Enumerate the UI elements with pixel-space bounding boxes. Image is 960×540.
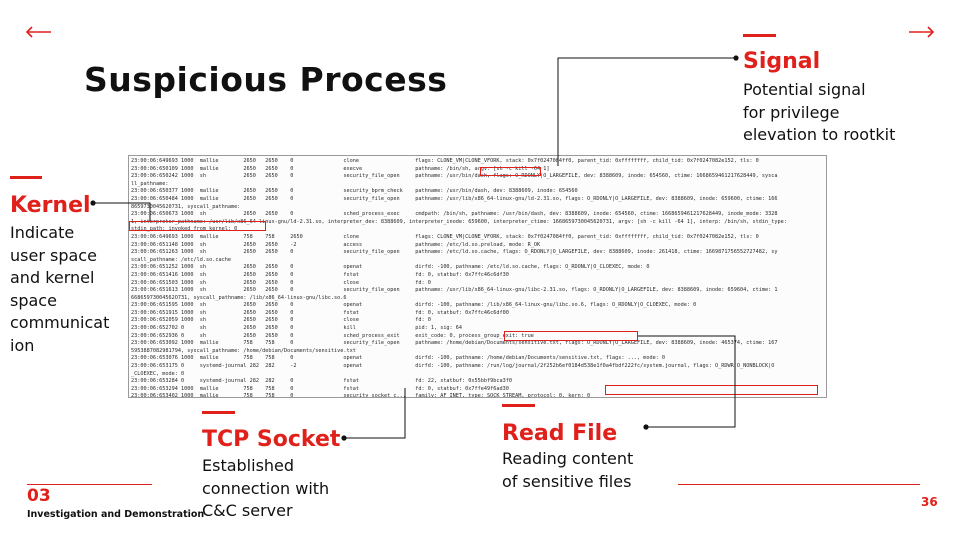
log-line: 23:00:06:651915 1000 sh 2650 2650 0 fsta… [131,309,509,316]
log-line: 23:00:06:650377 1000 mallie 2650 2650 0 … [131,188,578,195]
log-line: 8659730045620731, syscall_pathname: [131,203,241,210]
kernel-heading: Kernel [10,193,91,218]
tcp-line: connection with [202,478,330,498]
log-line: 23:00:06:651148 1000 sh 2650 2650 -2 acc… [131,241,541,248]
log-line: 23:00:06:653175 0 systemd-journal 282 28… [131,363,775,370]
kernel-line: user space [10,245,97,265]
footer-divider-right [678,484,920,485]
signal-line: elevation to rootkit [743,125,896,144]
footer-divider-left [27,484,152,485]
signal-line: for privilege [743,102,840,122]
tcp-description: Established connection with C&C server [202,455,362,523]
read-file-heading: Read File [502,421,618,446]
read-file-highlight-box [504,331,638,341]
signal-connector-dot [733,55,739,61]
log-line: 23:00:06:650673 1000 sh 2650 2650 0 sche… [131,211,778,218]
log-line: 23:00:06:650484 1000 mallie 2650 2650 0 … [131,195,778,202]
log-line: 23:00:06:653284 0 systemd-journal 282 28… [131,378,513,385]
kernel-accent-bar [10,176,42,179]
trace-log-lines: 23:00:06:649693 1000 mallie 2650 2650 0 … [131,158,824,397]
arrow-right-icon[interactable] [908,24,936,40]
log-line: 23:00:06:651416 1000 sh 2650 2650 0 fsta… [131,271,509,278]
log-line: 23:00:06:652702 0 sh 2650 2650 0 kill pi… [131,325,463,332]
read-file-description: Reading content of sensitive files [502,448,672,493]
log-line: 23:00:06:652059 1000 sh 2650 2650 0 clos… [131,317,431,324]
log-line: 23:00:06:651503 1000 sh 2650 2650 0 clos… [131,279,431,286]
read-file-accent-bar [502,404,535,407]
signal-line: Potential signal [743,80,866,99]
log-line: 23:00:06:652936 0 sh 2650 2650 0 sched_p… [131,332,534,339]
log-line: 23:00:06:653076 1000 mallie 758 758 0 op… [131,355,666,362]
log-line: 23:00:06:651263 1000 sh 2650 2650 0 secu… [131,249,778,256]
log-line: _CLOEXEC, mode: 0 [131,370,185,377]
signal-heading: Signal [743,49,821,74]
log-line: 66865973004562O731, syscall_pathname: /l… [131,294,347,301]
slide-title: Suspicious Process [84,60,448,99]
tcp-connector-dot [341,435,347,441]
trace-log-screenshot: 23:00:06:649693 1000 mallie 2650 2650 0 … [128,155,827,398]
tcp-socket-highlight-box [605,385,818,395]
log-line: 23:00:06:649693 1000 mallie 758 758 2650… [131,233,759,240]
log-line: 23:00:06:653092 1000 mallie 758 758 0 se… [131,340,778,347]
kernel-line: ion [10,335,35,355]
kernel-line: communicat [10,313,110,332]
kernel-connector-dot [90,200,96,206]
kernel-description: Indicate user space and kernel space com… [10,222,122,357]
tcp-line: Established [202,456,295,475]
tcp-heading: TCP Socket [202,427,341,452]
read-file-line: Reading content [502,449,634,468]
page-number: 36 [921,495,938,509]
read-file-connector-dot [643,424,649,430]
section-name: Investigation and Demonstration [27,509,205,520]
kernel-line: Indicate [10,223,75,242]
log-line: 23:00:06:650109 1000 mallie 2650 2650 0 … [131,165,550,172]
log-line: ll_pathname: [131,180,169,187]
log-line: 23:00:06:651252 1000 sh 2650 2650 0 open… [131,264,650,271]
log-line: 23:00:06:651595 1000 sh 2650 2650 0 open… [131,302,697,309]
log-line: stdin_path: invoked from kernel: 0 [131,226,238,233]
tcp-accent-bar [202,411,235,414]
signal-description: Potential signal for privilege elevation… [743,79,943,147]
log-line: 23:00:06:649693 1000 mallie 2650 2650 0 … [131,158,759,164]
signal-accent-bar [743,34,776,37]
signal-connector [557,57,734,166]
log-line: 23:00:06:650242 1000 sh 2650 2650 0 secu… [131,173,778,180]
tcp-line: C&C server [202,501,293,520]
read-file-line: of sensitive files [502,471,632,491]
log-line: 5953887082981794, syscall_pathname: /hom… [131,347,356,354]
section-number: 03 [27,486,51,506]
kernel-line: and kernel [10,268,95,287]
arrow-left-icon[interactable] [24,24,52,40]
signal-highlight-box [480,167,541,176]
kernel-highlight-box [129,221,266,231]
log-line: 23:00:06:651613 1000 sh 2650 2650 0 secu… [131,287,778,294]
kernel-line: space [10,290,57,310]
log-line: scall_pathname: /etc/ld.so.cache [131,256,231,263]
